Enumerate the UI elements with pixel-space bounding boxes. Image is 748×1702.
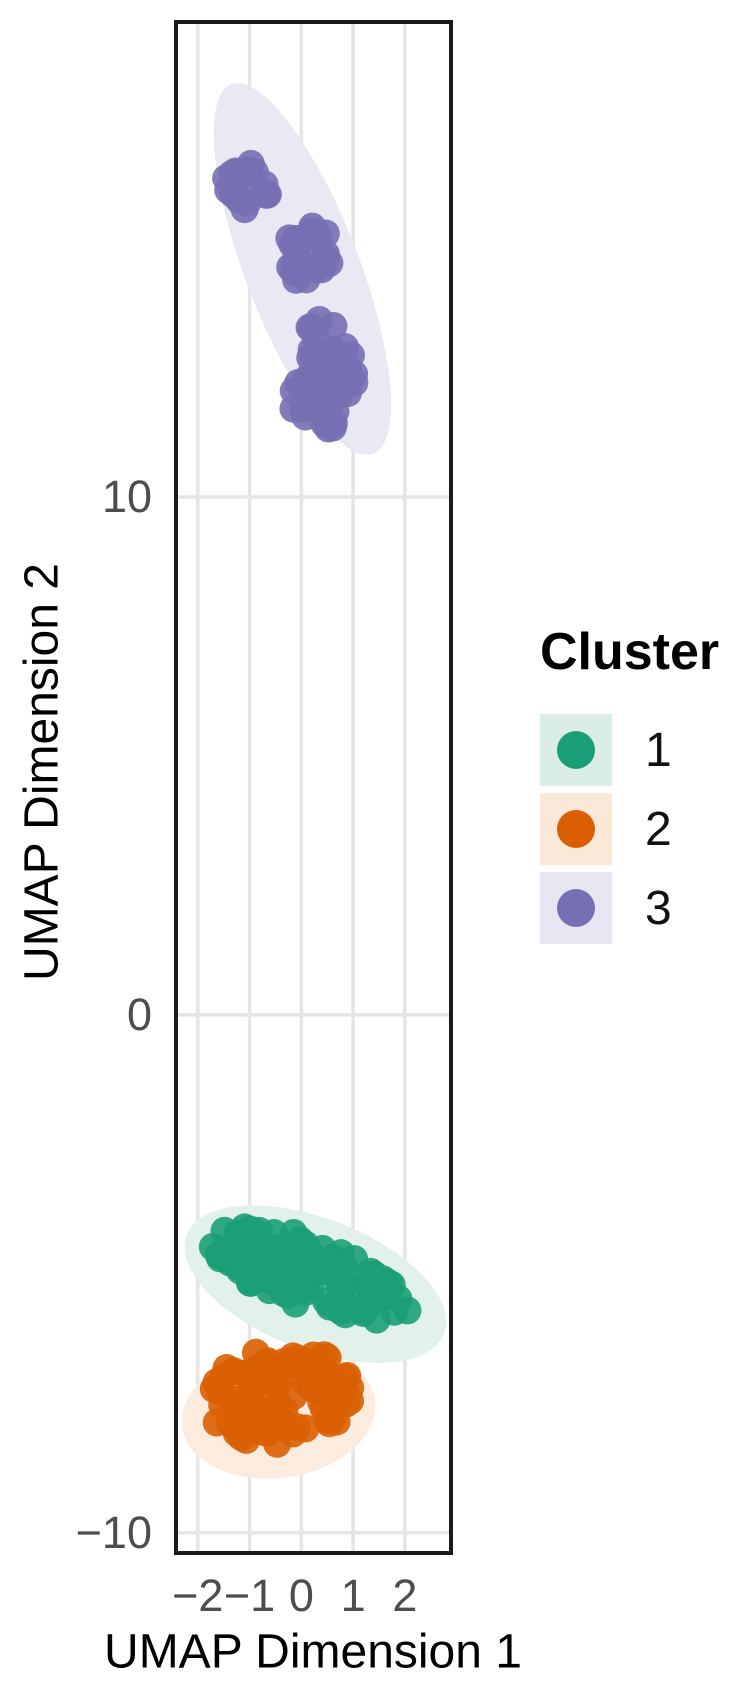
- y-tick-label-−10: −10: [75, 1506, 152, 1558]
- legend: Cluster 1 2 3: [540, 622, 719, 951]
- panel-border: [174, 20, 453, 1555]
- legend-label-cluster-3: 3: [645, 881, 672, 935]
- y-tick-label-10: 10: [101, 470, 152, 522]
- legend-label-cluster-1: 1: [645, 723, 672, 777]
- legend-item-cluster-1: 1: [540, 714, 719, 786]
- x-tick-label-1: 1: [340, 1570, 366, 1621]
- cluster-2-points: [199, 1338, 365, 1458]
- cluster-1-dot-icon: [557, 731, 595, 769]
- x-axis-title: UMAP Dimension 1: [104, 1625, 522, 1679]
- y-tick-label-0: 0: [126, 988, 152, 1040]
- cluster-3-dot-icon: [557, 889, 595, 927]
- x-tick-label-0: 0: [288, 1570, 314, 1621]
- legend-key-cluster-2: [540, 793, 612, 865]
- x-tick-label-−2: −2: [172, 1570, 224, 1621]
- cluster-1-points: [198, 1213, 422, 1334]
- legend-key-cluster-1: [540, 714, 612, 786]
- legend-item-cluster-2: 2: [540, 793, 719, 865]
- legend-title: Cluster: [540, 623, 720, 681]
- cluster-3-points: [212, 149, 369, 443]
- cluster-2-dot-icon: [557, 810, 595, 848]
- legend-key-cluster-3: [540, 872, 612, 944]
- panel-content: [176, 22, 451, 1553]
- legend-item-cluster-3: 3: [540, 872, 719, 944]
- y-axis-title: UMAP Dimension 2: [15, 563, 69, 981]
- x-tick-label-−1: −1: [223, 1570, 276, 1621]
- legend-label-cluster-2: 2: [645, 802, 672, 856]
- x-tick-label-2: 2: [392, 1570, 418, 1621]
